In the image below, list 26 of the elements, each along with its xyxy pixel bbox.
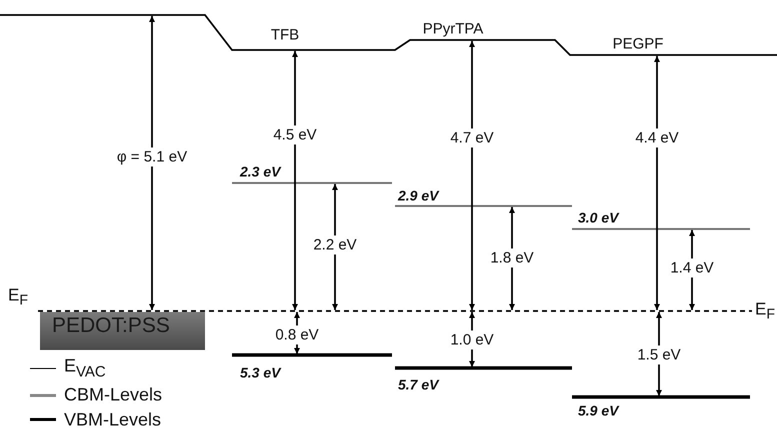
energy-gap-label: 4.7 eV [449, 128, 495, 148]
energy-level-value: 5.3 eV [240, 364, 280, 382]
legend-label: VBM-Levels [64, 410, 162, 430]
energy-level-value: 3.0 eV [578, 210, 618, 226]
legend-label: E$_{VAC}$ [64, 356, 106, 382]
fermi-level-label: E$_{F}$ [8, 286, 28, 310]
material-block [40, 312, 205, 350]
energy-level-value: 5.9 eV [578, 402, 618, 420]
material-name: PPyrTPA [422, 20, 484, 38]
energy-gap-label: 0.8 eV [274, 326, 320, 344]
energy-gap-label: φ = 5.1 eV [116, 148, 188, 166]
energy-gap-label: 4.5 eV [272, 126, 318, 144]
material-label: PEDOT:PSS [52, 314, 170, 337]
material-name: TFB [270, 26, 300, 44]
fermi-level-label: E$_{F}$ [755, 300, 775, 324]
energy-gap-label: 1.4 eV [669, 258, 715, 278]
material-name: PEGPF [612, 36, 664, 52]
energy-gap-label: 4.4 eV [634, 128, 680, 148]
energy-level-value: 2.9 eV [398, 188, 438, 204]
legend-label: CBM-Levels [64, 384, 162, 406]
energy-gap-label: 1.5 eV [636, 346, 682, 364]
energy-level-value: 5.7 eV [398, 376, 438, 394]
energy-gap-label: 1.0 eV [449, 330, 495, 350]
energy-gap-label: 1.8 eV [489, 248, 535, 268]
energy-level-value: 2.3 eV [240, 164, 280, 180]
energy-gap-label: 2.2 eV [312, 236, 358, 254]
